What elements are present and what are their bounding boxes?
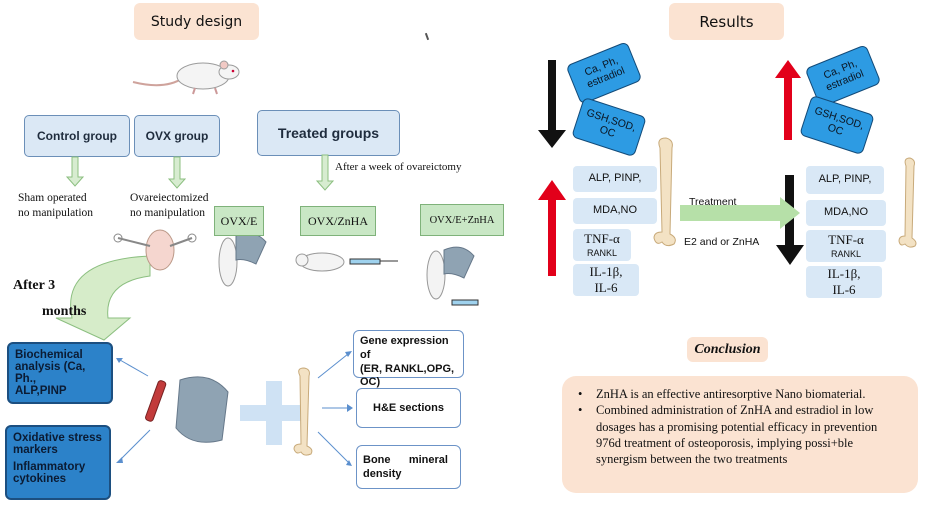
ovariectomized-label: Ovareiectomized no manipulation [130,192,209,219]
ovx-down-arrow [167,156,187,189]
results-title: Results [669,3,784,40]
connector-biochem [119,359,149,377]
treatment-sub-label: E2 and or ZnHA [684,236,760,248]
bone-result-right [898,157,917,248]
conclusion-title: Conclusion [687,337,768,362]
control-group-box: Control group [24,115,130,157]
black-down-arrow-left [538,60,566,148]
treatment-arrow [680,197,800,229]
rat-illustration [132,60,240,95]
after-3-label: After 3 [13,278,56,293]
blood-sample-illustration [145,376,229,443]
biochemical-analysis-box: Biochemical analysis (Ca, Ph., ALP,PINP [7,342,113,404]
sham-label: Sham operated no manipulation [18,192,94,219]
after-week-label: After a week of ovareictomy [335,161,462,173]
bone-mineral-density-box: Bone mineral density [356,445,461,489]
oxidative-inflammatory-box: Oxidative stress markers Inflammatory cy… [5,425,111,500]
bone-result-left [653,137,676,247]
glove-rat-illustration-1 [218,232,267,287]
study-design-title: Study design [134,3,259,40]
alp-pinp-box-right: ALP, PINP, [806,166,884,194]
connector-bmd [317,431,349,463]
tnf-rankl-box-right: TNF-α RANKL [806,230,886,262]
gene-expression-box: Gene expression of (ER, RANKL,OPG, OC) [353,330,464,388]
mda-no-box-right: MDA,NO [806,200,886,226]
ovx-group-box: OVX group [134,115,220,157]
connector-oxid [119,429,151,461]
subgroup-ovx-znha: OVX/ZnHA [300,206,376,236]
plus-sign [240,381,308,445]
months-label: months [42,304,87,319]
il-box-left: IL-1β, IL-6 [573,264,639,296]
control-down-arrow [65,156,85,187]
alp-pinp-box-left: ALP, PINP, [573,166,657,192]
curved-arrow [55,255,151,341]
tnf-rankl-box-left: TNF-α RANKL [573,229,631,261]
red-up-arrow-right [775,60,801,140]
red-up-arrow-left [538,180,566,276]
he-sections-box: H&E sections [356,388,461,428]
treated-groups-box: Treated groups [257,110,400,156]
subgroup-ovx-e: OVX/E [214,206,264,236]
bone-design [293,367,313,456]
mda-no-box-left: MDA,NO [573,198,657,224]
glove-rat-illustration-2 [426,246,479,306]
treated-down-arrow [315,154,335,191]
il-box-right: IL-1β, IL-6 [806,266,882,298]
subgroup-ovx-e-znha: OVX/E+ZnHA [420,204,504,236]
conclusion-box: • ZnHA is an effective antiresorptive Na… [562,376,918,493]
conclusion-bullet-2: • Combined administration of ZnHA and es… [578,403,878,466]
treatment-label: Treatment [689,196,737,208]
rat-syringe-illustration [295,252,398,272]
surgery-illustration [113,229,197,271]
conclusion-bullet-1: • ZnHA is an effective antiresorptive Na… [578,387,866,401]
connector-gene [317,353,349,379]
